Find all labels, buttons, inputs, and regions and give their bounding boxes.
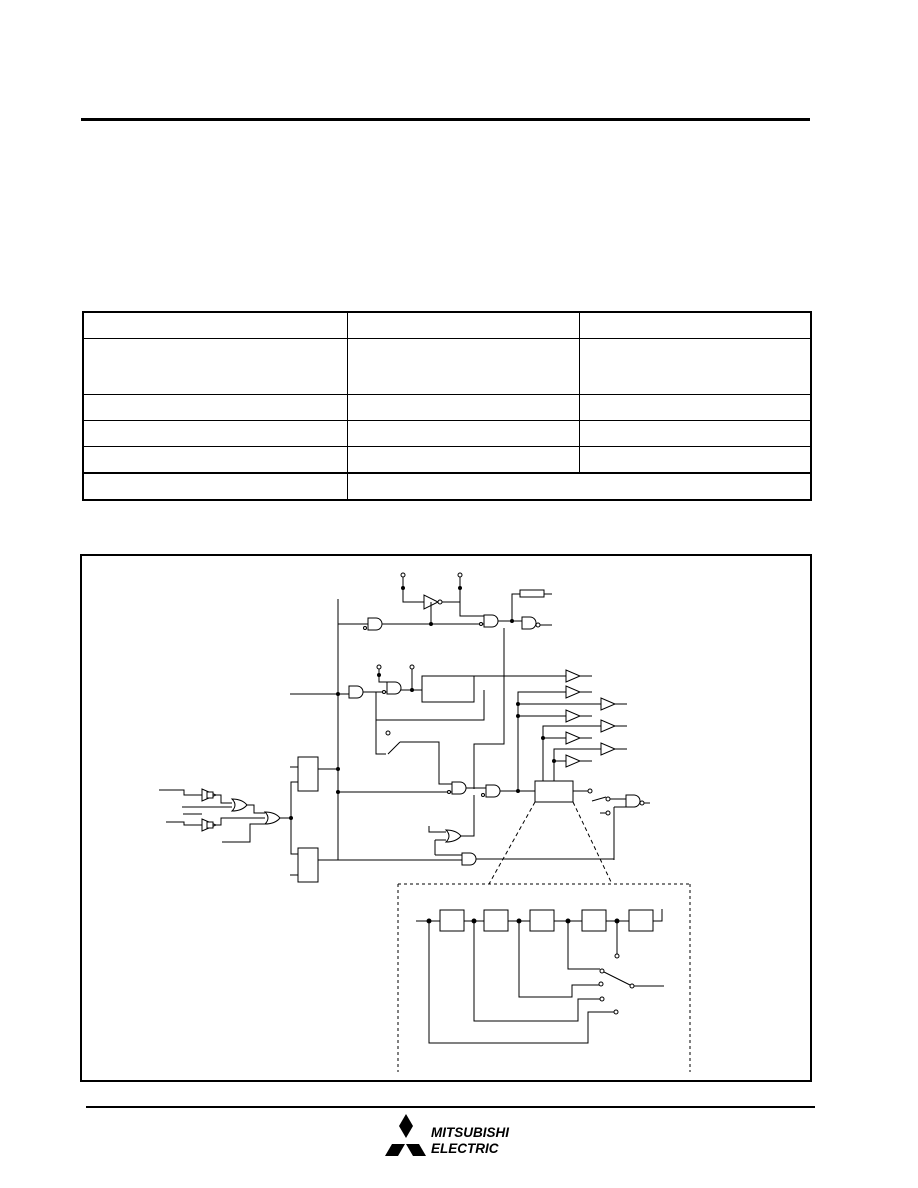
oscillator-section: [400, 572, 463, 626]
table-cell: [82, 446, 348, 474]
table-cell: [82, 311, 348, 339]
header-rule: [81, 118, 810, 121]
table-cell: [578, 394, 812, 421]
main-chain: [336, 624, 650, 860]
table-row: [82, 472, 812, 501]
table-cell: [346, 338, 580, 395]
table-cell: [82, 420, 348, 447]
middle-logic: [290, 664, 592, 785]
table-cell: [346, 420, 580, 447]
table-cell: [578, 311, 812, 339]
brand-line-1: MITSUBISHI: [431, 1125, 510, 1140]
table-cell: [346, 394, 580, 421]
table-cell: [346, 446, 580, 474]
table-cell: [578, 420, 812, 447]
lower-gates: [338, 795, 614, 866]
table-cell: [346, 311, 580, 339]
table-cell: [578, 338, 812, 395]
table-row: [82, 446, 812, 474]
table-row: [82, 338, 812, 395]
mitsubishi-logo: MITSUBISHI ELECTRIC: [383, 1112, 523, 1160]
table-cell: [82, 394, 348, 421]
top-gate-row: [337, 588, 552, 789]
table-cell: [82, 472, 348, 501]
block-diagram-frame: [80, 554, 812, 1082]
footer-rule: [86, 1106, 815, 1108]
three-diamond-icon: [385, 1114, 426, 1156]
input-section: [159, 756, 338, 883]
table-row: [82, 420, 812, 447]
table-row: [82, 394, 812, 421]
spec-table: [82, 311, 812, 501]
table-cell: [578, 446, 812, 474]
table-row: [82, 311, 812, 339]
detail-zoom: [397, 801, 691, 1072]
table-cell: [346, 472, 812, 501]
table-cell: [82, 338, 348, 395]
output-buffers: [516, 685, 627, 791]
block-diagram: [159, 572, 691, 1072]
brand-line-2: ELECTRIC: [431, 1141, 499, 1156]
